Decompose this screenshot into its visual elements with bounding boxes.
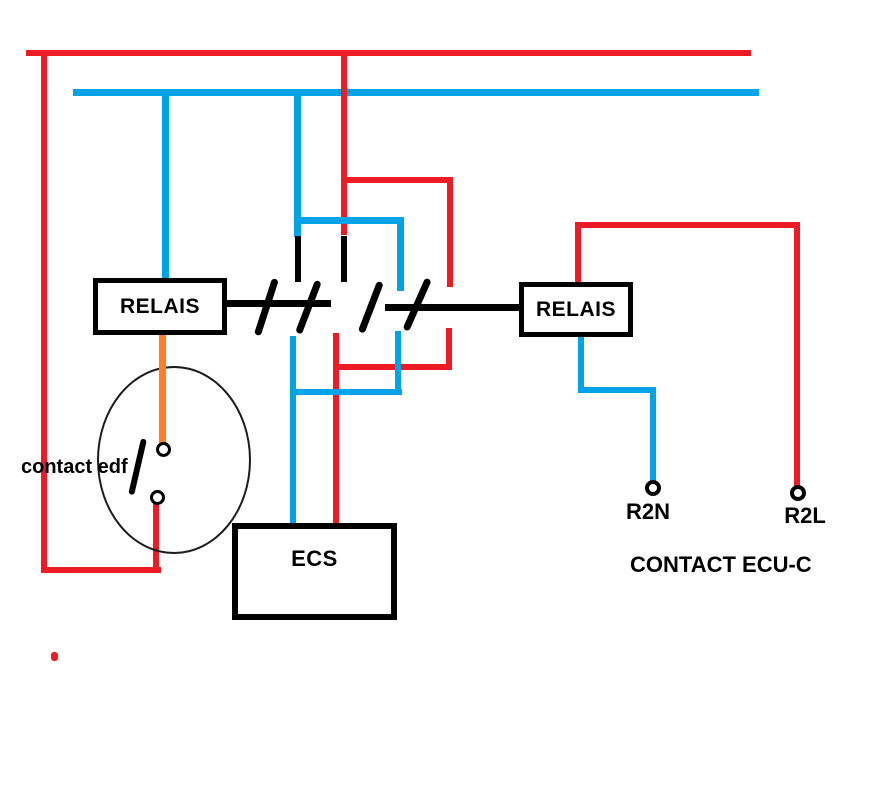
ecs-label: ECS [291,546,338,571]
r2l-terminal [790,485,806,501]
neutral-r2n-drop [650,387,656,482]
edf-bottom-terminal [150,490,165,505]
neutral-contact3-stub [395,331,401,394]
neutral-link-run-lower [290,389,402,395]
neutral-contact1-to-ecs [290,336,296,523]
r2l-label: R2L [784,503,826,528]
contact-blade-2 [295,279,322,335]
r2n-label: R2N [625,499,670,524]
relais-right-box: RELAIS [519,282,633,337]
live-relais2-feed [575,222,581,284]
neutral-link-run-upper [294,217,404,224]
live-contact4-stub [446,328,452,370]
contact-blade-3 [357,280,384,334]
live-contact2-to-ecs [333,333,339,523]
edf-top-terminal [156,442,171,457]
contact-edf-label: contact edf [21,456,128,478]
neutral-bus-top [73,89,759,96]
contact-ecu-label: CONTACT ECU-C [630,552,812,577]
actuator-bar-right [385,304,519,311]
r2n-terminal [645,480,661,496]
contact-edf-circle [97,366,251,554]
live-bus-top [26,50,751,56]
coil-orange-wire [159,335,166,445]
stray-red-mark [51,652,58,661]
live-link-run [333,364,451,370]
neutral-contact3-drop [397,217,404,291]
live-branch-run [341,177,453,183]
contact-blade-1 [253,277,279,337]
live-top-right-run [575,222,800,228]
neutral-contact1-drop [294,89,301,237]
live-r2l-drop [794,222,800,487]
neutral-r2n-run [578,387,656,393]
relais-left-label: RELAIS [119,294,200,318]
actuator-bar-left [227,300,331,307]
live-drop-mid [341,50,347,235]
live-bottom-run [41,567,161,573]
relais-right-label: RELAIS [535,297,616,321]
neutral-relais1-drop [162,89,169,278]
neutral-relais2-drop [578,337,584,392]
relais-left-box: RELAIS [93,278,227,335]
live-branch-drop [447,177,453,287]
contact2-top-stub [341,236,347,282]
ecs-box: ECS [232,523,397,620]
contact1-top-stub [295,236,301,282]
live-left-drop [41,50,47,573]
